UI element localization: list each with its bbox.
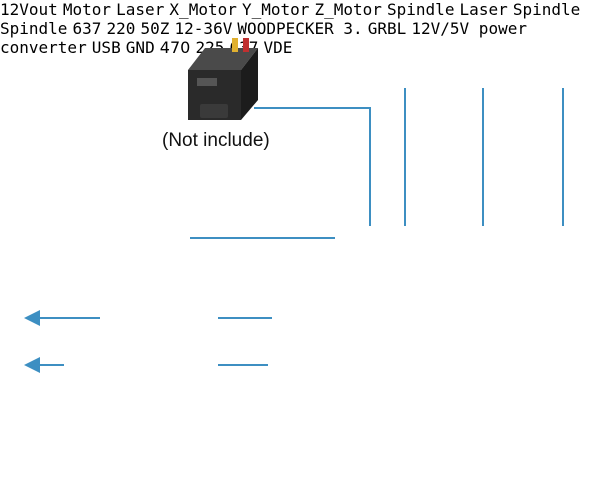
wire-laser (254, 108, 370, 226)
laser-module (188, 38, 258, 120)
laser-caption: (Not include) (162, 130, 270, 152)
